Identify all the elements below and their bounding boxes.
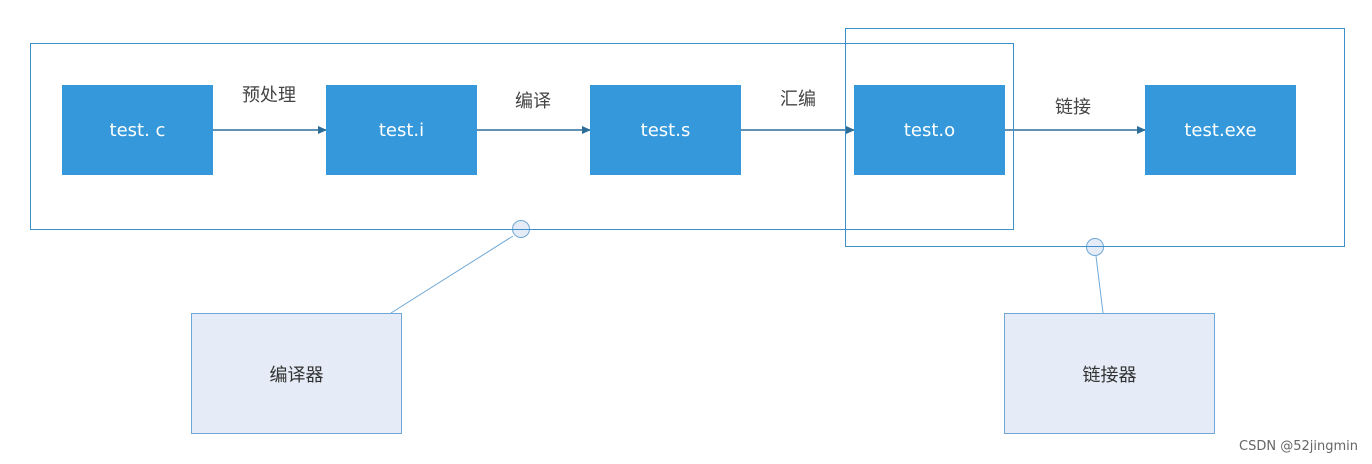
node-assembly-file: test.s: [590, 85, 741, 175]
edge-label-preprocess: 预处理: [242, 85, 296, 106]
linker-callout-label: 链接器: [1082, 364, 1137, 386]
compiler-callout-label: 编译器: [269, 364, 324, 386]
node-executable-file: test.exe: [1145, 85, 1296, 175]
compiler-callout: 编译器: [191, 313, 402, 434]
edge-label-link: 链接: [1055, 97, 1091, 118]
compiler-scope-region: [30, 43, 1014, 230]
linker-callout-anchor: [1086, 238, 1104, 256]
compiler-callout-connector: [390, 235, 514, 314]
node-preprocessed-file: test.i: [326, 85, 477, 175]
node-object-file-label: test.o: [903, 119, 956, 141]
linker-callout: 链接器: [1004, 313, 1215, 434]
node-assembly-file-label: test.s: [640, 119, 691, 141]
edge-label-compile: 编译: [515, 91, 551, 112]
node-preprocessed-file-label: test.i: [378, 119, 425, 141]
node-object-file: test.o: [854, 85, 1005, 175]
edge-label-assemble: 汇编: [780, 89, 816, 110]
node-source-file-label: test. c: [109, 119, 166, 141]
node-source-file: test. c: [62, 85, 213, 175]
linker-callout-connector: [1095, 255, 1104, 314]
watermark-text: CSDN @52jingmin: [1239, 439, 1358, 454]
node-executable-file-label: test.exe: [1184, 119, 1257, 141]
linker-scope-region: [845, 28, 1345, 247]
